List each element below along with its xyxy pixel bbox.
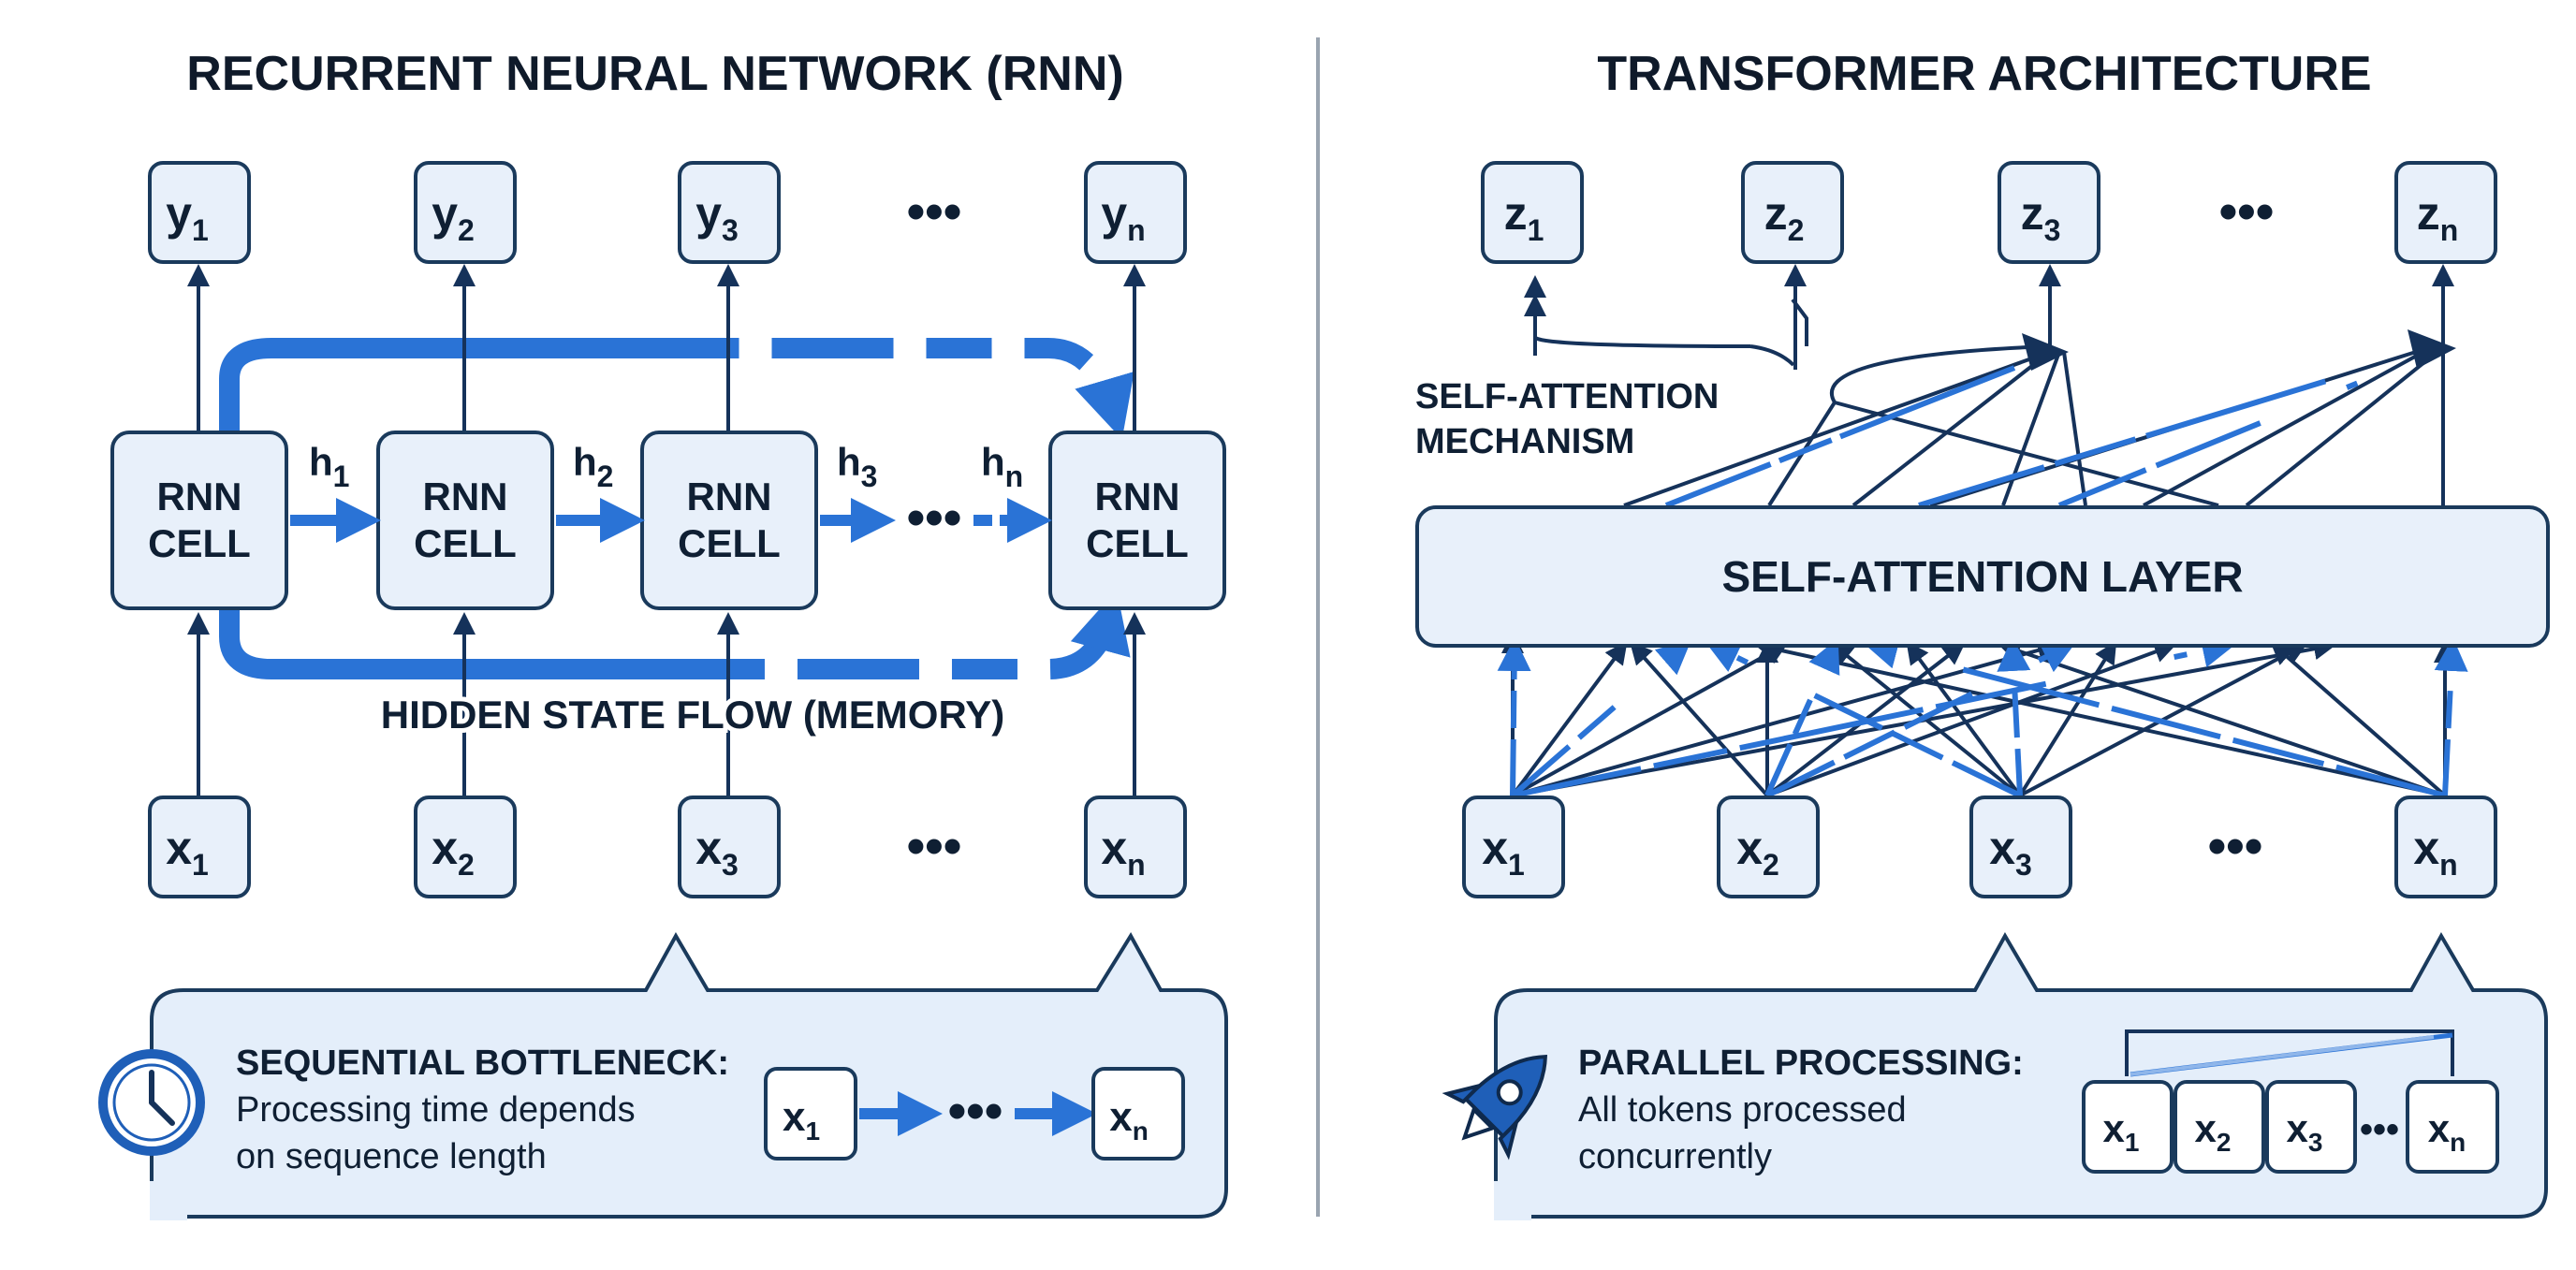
input-attention-lines [1497, 631, 2468, 798]
rnn-input-x1: x1 [148, 796, 251, 898]
rnn-output-yn: yn [1084, 161, 1187, 264]
parallel-bracket [2125, 1029, 2454, 1076]
hidden-state-ellipsis: ••• [907, 488, 962, 547]
parallel-line [2130, 1035, 2435, 1076]
transformer-input-xn: xn [2394, 796, 2497, 898]
svg-text:x2: x2 [432, 822, 475, 882]
rnn-output-y2: y2 [414, 161, 517, 264]
svg-text:x1: x1 [783, 1094, 820, 1146]
svg-text:xn: xn [1101, 822, 1145, 882]
svg-text:zn: zn [2417, 187, 2459, 247]
rnn-input-x3: x3 [678, 796, 781, 898]
rnn-output-y1: y1 [148, 161, 251, 264]
rnn-input-xn: xn [1084, 796, 1187, 898]
self-attention-layer: SELF-ATTENTION LAYER [1415, 505, 2550, 648]
rnn-output-y3: y3 [678, 161, 781, 264]
hidden-flow-top-arrow [219, 338, 1134, 440]
rnn-panel: y1 y2 y3 ••• yn RNN CELL RNN CELL RNN [98, 161, 1228, 1220]
transformer-output-z3: z3 [1998, 161, 2100, 264]
transformer-note-body-line1: All tokens processed [1578, 1090, 1907, 1130]
rnn-input-ellipsis: ••• [907, 816, 962, 875]
svg-text:CELL: CELL [678, 521, 781, 565]
transformer-input-x2: x2 [1717, 796, 1820, 898]
transformer-output-z1: z1 [1481, 161, 1584, 264]
rnn-note-seq-end: xn [1091, 1067, 1185, 1161]
transformer-panel: z1 z2 z3 ••• zn SELF-ATTENTION MECHANISM… [1412, 161, 2550, 1220]
transformer-output-zn: zn [2394, 161, 2497, 264]
svg-text:CELL: CELL [414, 521, 517, 565]
parallel-token: x2 [2174, 1080, 2265, 1174]
rnn-note-body-line2: on sequence length [236, 1137, 547, 1176]
hidden-state-label-hn: hn [981, 440, 1023, 493]
svg-text:RNN: RNN [687, 474, 772, 518]
rnn-output-ellipsis: ••• [907, 182, 962, 241]
rnn-cell: RNN CELL [376, 431, 554, 610]
hidden-state-label-h3: h3 [837, 440, 877, 493]
rnn-note-heading: SEQUENTIAL BOTTLENECK: [236, 1044, 729, 1083]
svg-text:z1: z1 [1504, 187, 1544, 247]
transformer-input-ellipsis: ••• [2208, 816, 2263, 875]
rnn-note-callout [150, 931, 1228, 1219]
svg-text:xn: xn [1109, 1094, 1149, 1146]
svg-text:CELL: CELL [148, 521, 251, 565]
svg-text:RNN: RNN [157, 474, 242, 518]
rnn-cell: RNN CELL [110, 431, 288, 610]
svg-text:x3: x3 [695, 822, 739, 882]
svg-text:x2: x2 [1736, 822, 1779, 882]
parallel-token: x1 [2082, 1080, 2174, 1174]
parallel-token: xn [2406, 1080, 2499, 1174]
svg-text:z3: z3 [2021, 187, 2061, 247]
parallel-token: x3 [2265, 1080, 2357, 1174]
svg-text:CELL: CELL [1086, 521, 1189, 565]
hidden-flow-label: HIDDEN STATE FLOW (MEMORY) [381, 693, 1004, 737]
svg-text:RNN: RNN [1095, 474, 1180, 518]
svg-text:SELF-ATTENTION LAYER: SELF-ATTENTION LAYER [1721, 552, 2243, 601]
transformer-note-body-line2: concurrently [1578, 1137, 1772, 1176]
transformer-title: TRANSFORMER ARCHITECTURE [1597, 47, 2371, 101]
rnn-note-callout-mask [150, 1181, 187, 1220]
rnn-note-body-line1: Processing time depends [236, 1090, 636, 1130]
hidden-flow-bottom-arrow [219, 590, 1131, 679]
transformer-note-heading: PARALLEL PROCESSING: [1578, 1044, 2024, 1083]
mechanism-label-line2: MECHANISM [1415, 422, 1634, 461]
transformer-output-ellipsis: ••• [2219, 182, 2275, 241]
svg-text:z2: z2 [1764, 187, 1805, 247]
rnn-note-seq-ellipsis: ••• [948, 1081, 1003, 1140]
svg-text:xn: xn [2413, 822, 2457, 882]
svg-text:xn: xn [2428, 1106, 2466, 1157]
transformer-input-x3: x3 [1969, 796, 2072, 898]
svg-text:x3: x3 [2287, 1106, 2323, 1157]
rnn-title: RECURRENT NEURAL NETWORK (RNN) [186, 47, 1123, 101]
clock-icon [98, 1049, 205, 1156]
mechanism-label-line1: SELF-ATTENTION [1415, 377, 1719, 416]
svg-text:yn: yn [1101, 187, 1145, 247]
rnn-input-x2: x2 [414, 796, 517, 898]
svg-text:x1: x1 [1482, 822, 1525, 882]
transformer-note-callout-mask [1494, 1181, 1531, 1220]
svg-text:y1: y1 [166, 187, 209, 247]
output-attention-lines [1524, 264, 2456, 508]
rnn-cell: RNN CELL [640, 431, 818, 610]
transformer-input-x1: x1 [1462, 796, 1565, 898]
rnn-note-seq-start: x1 [764, 1067, 857, 1161]
svg-text:x1: x1 [2103, 1106, 2140, 1157]
svg-text:x1: x1 [166, 822, 209, 882]
svg-text:y3: y3 [695, 187, 739, 247]
svg-text:y2: y2 [432, 187, 475, 247]
svg-text:RNN: RNN [423, 474, 508, 518]
svg-text:x3: x3 [1989, 822, 2032, 882]
rnn-cell: RNN CELL [1048, 431, 1226, 610]
transformer-output-z2: z2 [1741, 161, 1844, 264]
rocket-icon [1442, 1055, 1547, 1161]
hidden-state-label-h1: h1 [309, 440, 349, 493]
hidden-state-label-h2: h2 [573, 440, 613, 493]
svg-text:x2: x2 [2195, 1106, 2232, 1157]
parallel-ellipsis: ••• [2360, 1109, 2399, 1150]
